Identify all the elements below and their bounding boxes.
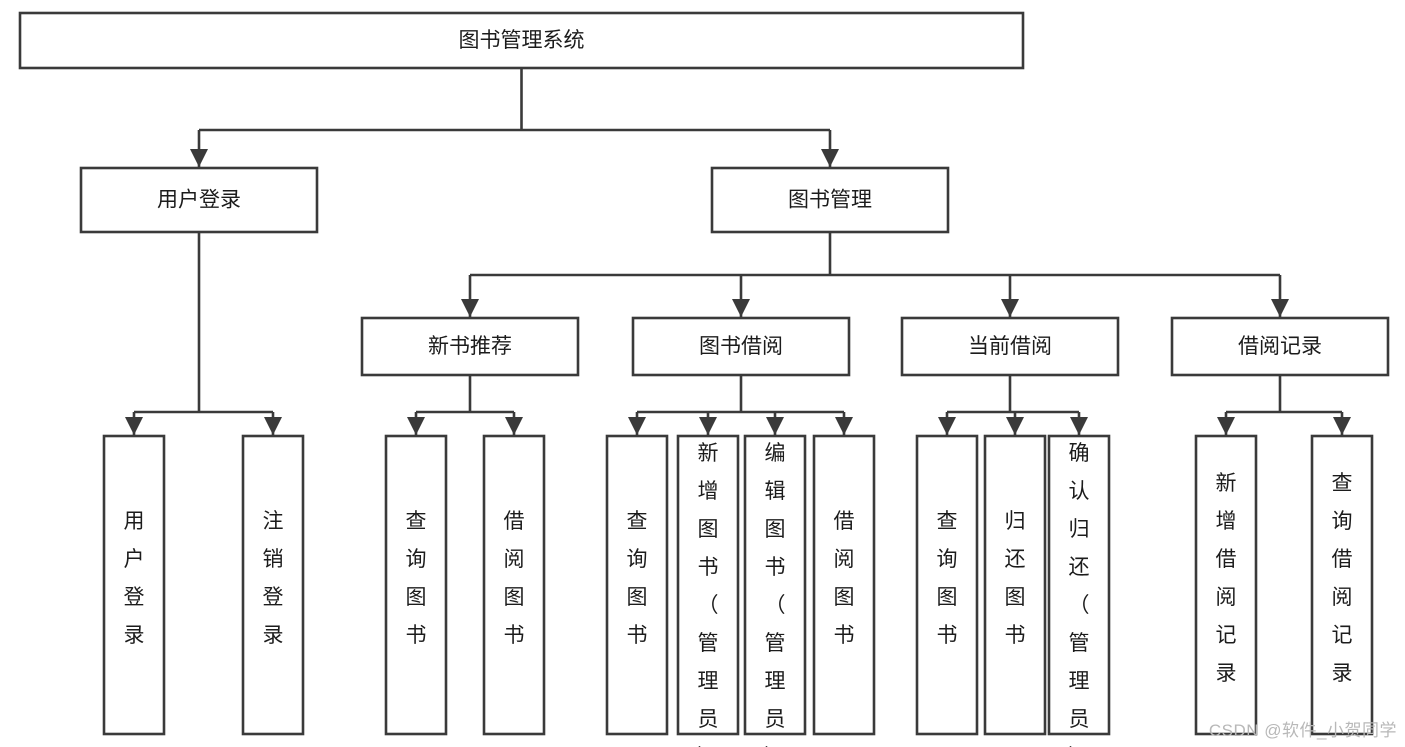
node-user-login[interactable]: 用户登录 — [79, 166, 319, 234]
arrow-head-root-0 — [190, 149, 208, 167]
node-label-leaf-confirm-return: 确认归还（管理员） — [1069, 442, 1090, 747]
node-label-leaf-user-login: 用户登录 — [124, 510, 145, 647]
node-label-book-manage: 图书管理 — [788, 189, 872, 212]
node-leaf-user-login[interactable]: 用户登录 — [102, 434, 166, 736]
node-box-root — [18, 11, 1025, 70]
arrow-head-leaves-current-borrow-1 — [1006, 417, 1024, 435]
node-label-book-borrow: 图书借阅 — [699, 335, 783, 358]
node-label-user-login: 用户登录 — [157, 189, 241, 212]
node-label-leaf-query-book-cur: 查询图书 — [937, 510, 958, 647]
node-box-book-manage — [710, 166, 950, 234]
node-label-leaf-logout: 注销登录 — [263, 510, 284, 647]
node-label-leaf-borrow-book-rec: 借阅图书 — [504, 510, 525, 647]
node-leaf-borrow-book-rec[interactable]: 借阅图书 — [482, 434, 546, 736]
arrow-head-leaves-borrow-records-1 — [1333, 417, 1351, 435]
node-new-book-recommend[interactable]: 新书推荐 — [360, 316, 580, 377]
node-label-leaf-borrow-book: 借阅图书 — [834, 510, 855, 647]
node-box-new-book-recommend — [360, 316, 580, 377]
node-root[interactable]: 图书管理系统 — [18, 11, 1025, 70]
node-leaf-confirm-return[interactable]: 确认归还（管理员） — [1047, 434, 1111, 747]
arrow-head-leaves-user-login-1 — [264, 417, 282, 435]
node-label-leaf-add-record: 新增借阅记录 — [1216, 472, 1237, 685]
node-box-leaf-edit-book — [743, 434, 807, 736]
node-leaf-add-record[interactable]: 新增借阅记录 — [1194, 434, 1258, 736]
node-label-leaf-add-book: 新增图书（管理员） — [698, 442, 719, 747]
arrow-head-leaves-new-book-recommend-1 — [505, 417, 523, 435]
arrow-head-book-manage-3 — [1271, 299, 1289, 317]
connectors-layer — [125, 68, 1351, 435]
node-label-borrow-records: 借阅记录 — [1238, 335, 1322, 358]
node-borrow-records[interactable]: 借阅记录 — [1170, 316, 1390, 377]
node-label-leaf-query-book-borrow: 查询图书 — [627, 510, 648, 647]
arrow-head-leaves-book-borrow-0 — [628, 417, 646, 435]
node-leaf-query-book-borrow[interactable]: 查询图书 — [605, 434, 669, 736]
node-box-leaf-query-book-cur — [915, 434, 979, 736]
node-leaf-query-book-rec[interactable]: 查询图书 — [384, 434, 448, 736]
node-leaf-borrow-book[interactable]: 借阅图书 — [812, 434, 876, 736]
watermark-label: CSDN @软件_小贺同学 — [1208, 721, 1397, 740]
node-box-leaf-query-record — [1310, 434, 1374, 736]
node-box-book-borrow — [631, 316, 851, 377]
node-leaf-logout[interactable]: 注销登录 — [241, 434, 305, 736]
node-label-leaf-query-book-rec: 查询图书 — [406, 510, 427, 647]
node-box-leaf-query-book-rec — [384, 434, 448, 736]
node-box-leaf-borrow-book — [812, 434, 876, 736]
node-leaf-add-book[interactable]: 新增图书（管理员） — [676, 434, 740, 747]
arrow-head-leaves-borrow-records-0 — [1217, 417, 1235, 435]
node-box-leaf-user-login — [102, 434, 166, 736]
node-current-borrow[interactable]: 当前借阅 — [900, 316, 1120, 377]
arrow-head-root-1 — [821, 149, 839, 167]
node-box-leaf-return-book — [983, 434, 1047, 736]
node-book-manage[interactable]: 图书管理 — [710, 166, 950, 234]
node-book-borrow[interactable]: 图书借阅 — [631, 316, 851, 377]
node-leaf-query-book-cur[interactable]: 查询图书 — [915, 434, 979, 736]
arrow-head-book-manage-1 — [732, 299, 750, 317]
node-label-new-book-recommend: 新书推荐 — [428, 335, 512, 358]
node-box-user-login — [79, 166, 319, 234]
arrow-head-leaves-book-borrow-2 — [766, 417, 784, 435]
nodes-layer: 图书管理系统用户登录图书管理新书推荐图书借阅当前借阅借阅记录用户登录注销登录查询… — [18, 11, 1390, 747]
node-label-current-borrow: 当前借阅 — [968, 335, 1052, 358]
node-box-leaf-add-book — [676, 434, 740, 736]
node-box-current-borrow — [900, 316, 1120, 377]
node-box-borrow-records — [1170, 316, 1390, 377]
node-leaf-return-book[interactable]: 归还图书 — [983, 434, 1047, 736]
arrow-head-leaves-book-borrow-3 — [835, 417, 853, 435]
node-label-leaf-query-record: 查询借阅记录 — [1332, 472, 1353, 685]
node-box-leaf-query-book-borrow — [605, 434, 669, 736]
node-box-leaf-confirm-return — [1047, 434, 1111, 736]
arrow-head-leaves-user-login-0 — [125, 417, 143, 435]
node-label-leaf-return-book: 归还图书 — [1005, 510, 1026, 647]
node-box-leaf-borrow-book-rec — [482, 434, 546, 736]
node-box-leaf-logout — [241, 434, 305, 736]
arrow-head-leaves-book-borrow-1 — [699, 417, 717, 435]
arrow-head-leaves-current-borrow-0 — [938, 417, 956, 435]
node-leaf-query-record[interactable]: 查询借阅记录 — [1310, 434, 1374, 736]
node-label-root: 图书管理系统 — [459, 29, 585, 52]
arrow-head-leaves-new-book-recommend-0 — [407, 417, 425, 435]
arrow-head-book-manage-0 — [461, 299, 479, 317]
node-leaf-edit-book[interactable]: 编辑图书（管理员） — [743, 434, 807, 747]
arrow-head-leaves-current-borrow-2 — [1070, 417, 1088, 435]
node-box-leaf-add-record — [1194, 434, 1258, 736]
arrow-head-book-manage-2 — [1001, 299, 1019, 317]
